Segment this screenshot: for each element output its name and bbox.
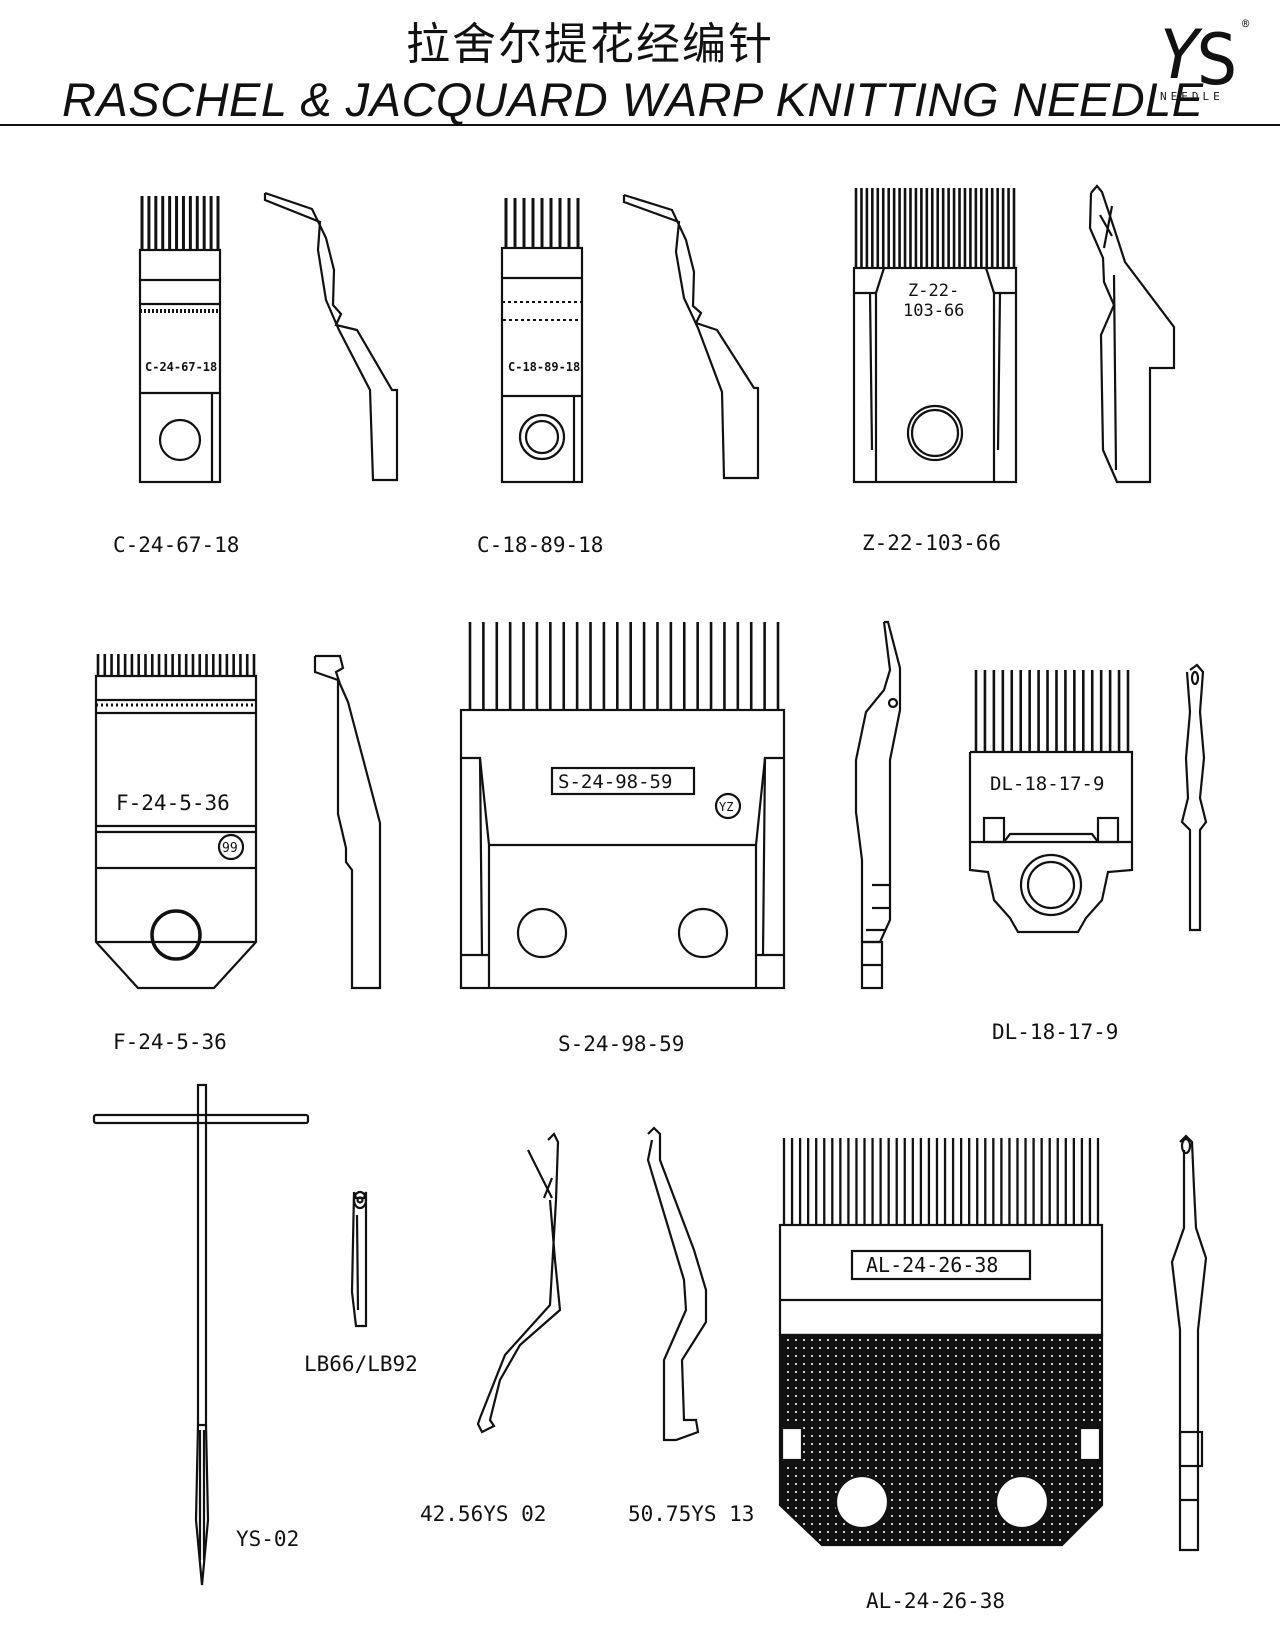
needle-teeth xyxy=(854,188,1016,268)
page-title-chinese: 拉舍尔提花经编针 xyxy=(406,19,774,70)
body-label: C-18-89-18 xyxy=(508,360,580,374)
part-caption-lb66-lb92: LB66/LB92 xyxy=(304,1352,418,1376)
needle-f-24-5-36-side-view xyxy=(313,654,382,990)
logo-letter-y: Y xyxy=(1158,16,1203,95)
needle-lb66-lb92 xyxy=(350,1190,368,1328)
logo-subtitle: NEEDLE xyxy=(1160,90,1224,103)
part-caption-dl-18-17-9: DL-18-17-9 xyxy=(992,1020,1119,1044)
needle-50-75ys-13 xyxy=(646,1126,708,1442)
needle-al-24-26-38-front-view: AL-24-26-38 xyxy=(778,1138,1104,1547)
needle-c-24-67-18-side-view xyxy=(263,191,399,482)
needle-teeth xyxy=(96,654,256,676)
part-caption-42-56ys-02: 42.56YS 02 xyxy=(420,1502,547,1526)
needle-al-24-26-38-side-view xyxy=(1170,1134,1208,1552)
needle-s-24-98-59-front-view: S-24-98-59 YZ xyxy=(459,622,786,990)
logo-letter-s: S xyxy=(1196,19,1238,101)
needle-teeth xyxy=(504,198,580,248)
part-caption-ys-02: YS-02 xyxy=(236,1527,300,1551)
ys-needle-logo: Y S ® NEEDLE xyxy=(1158,16,1250,103)
needle-ys-02 xyxy=(92,1083,310,1586)
body-label: S-24-98-59 xyxy=(558,771,672,793)
header-divider xyxy=(0,124,1280,126)
needle-teeth xyxy=(782,1138,1100,1225)
part-caption-z-22-103-66: Z-22-103-66 xyxy=(862,531,1002,555)
part-caption-f-24-5-36: F-24-5-36 xyxy=(113,1030,227,1054)
needle-z-22-103-66-front-view: Z-22- 103-66 xyxy=(852,188,1018,484)
badge-yz: YZ xyxy=(719,800,733,814)
needle-c-18-89-18-front-view: C-18-89-18 xyxy=(500,198,584,484)
body-label-line-2: 103-66 xyxy=(903,301,964,321)
body-label: DL-18-17-9 xyxy=(990,773,1104,795)
body-label: C-24-67-18 xyxy=(145,360,217,374)
badge-99: 99 xyxy=(222,841,238,856)
body-label: F-24-5-36 xyxy=(116,791,230,815)
body-label: AL-24-26-38 xyxy=(866,1253,998,1277)
part-caption-al-24-26-38: AL-24-26-38 xyxy=(866,1589,1006,1613)
needle-teeth xyxy=(974,670,1130,752)
logo-registered-mark: ® xyxy=(1242,17,1250,31)
part-caption-c-18-89-18: C-18-89-18 xyxy=(477,533,604,557)
needle-z-22-103-66-side-view xyxy=(1088,184,1176,484)
part-caption-s-24-98-59: S-24-98-59 xyxy=(558,1032,685,1056)
needle-teeth xyxy=(140,196,220,250)
body-label-line-1: Z-22- xyxy=(908,281,959,301)
part-caption-50-75ys-13: 50.75YS 13 xyxy=(628,1502,755,1526)
needle-f-24-5-36-front-view: F-24-5-36 99 xyxy=(94,654,258,990)
needle-42-56ys-02 xyxy=(476,1132,562,1434)
needle-s-24-98-59-side-view xyxy=(854,620,902,990)
needle-dl-18-17-9-side-view xyxy=(1180,663,1208,932)
needle-teeth xyxy=(468,622,780,710)
part-caption-c-24-67-18: C-24-67-18 xyxy=(113,533,240,557)
needle-c-18-89-18-side-view xyxy=(622,193,760,480)
needle-c-24-67-18-front-view: C-24-67-18 xyxy=(138,196,222,484)
needle-dl-18-17-9-front-view: DL-18-17-9 xyxy=(968,670,1134,934)
page-title: RASCHEL & JACQUARD WARP KNITTING NEEDLE xyxy=(62,73,1204,126)
